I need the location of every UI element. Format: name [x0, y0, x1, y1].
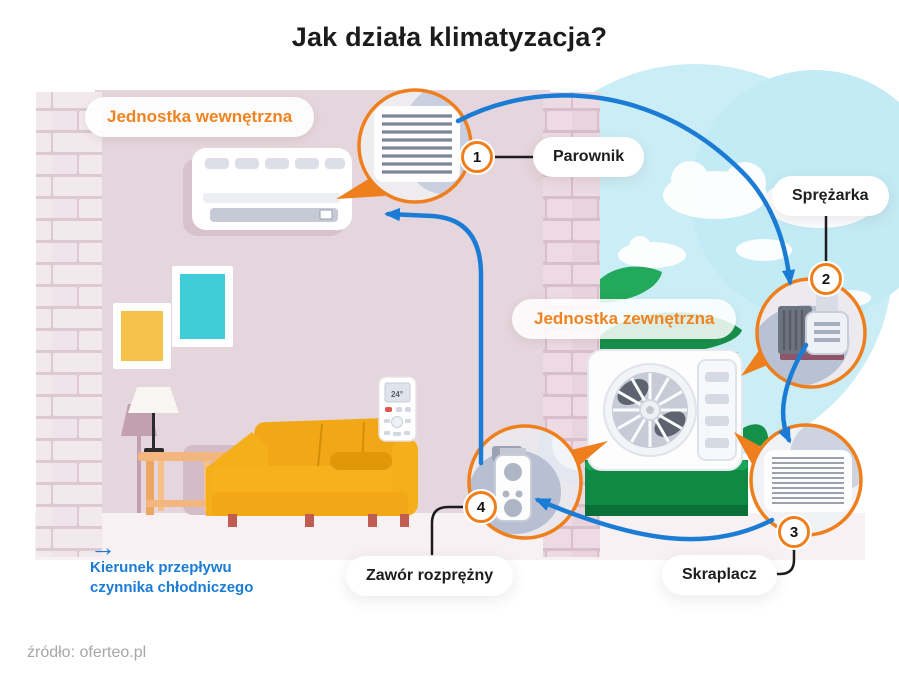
flow-arrow-valve-to-evaporator — [384, 207, 484, 466]
flow-arrows — [384, 93, 809, 542]
flow-direction-arrow-icon: → — [90, 532, 116, 562]
sofa — [206, 417, 418, 527]
connector-skraplacz — [758, 546, 796, 576]
step-badge-2: 2 — [810, 263, 842, 295]
picture-frame-teal — [172, 266, 233, 347]
outdoor-unit-label: Jednostka zewnętrzna — [512, 299, 737, 339]
callout-circle-condenser — [734, 423, 863, 537]
flow-arrow-compressor-to-condenser — [777, 342, 809, 444]
remote-display: 24° — [391, 390, 403, 399]
label-parownik: Parownik — [533, 137, 645, 177]
label-sprezarka: Sprężarka — [772, 176, 889, 216]
step-badge-4: 4 — [465, 491, 497, 523]
callout-circle-compressor — [741, 277, 867, 389]
page-title: Jak działa klimatyzacja? — [291, 22, 608, 52]
outdoor-ac-unit — [587, 349, 743, 471]
connector-lines — [430, 155, 828, 576]
floor-lamp — [128, 387, 179, 453]
remote-control: 24° — [378, 376, 417, 442]
source-credit: źródło: oferteo.pl — [27, 644, 147, 661]
callout-circle-evaporator — [336, 88, 473, 204]
flow-legend: → Kierunek przepływu czynnika chłodnicze… — [90, 532, 254, 598]
indoor-ac-unit — [192, 148, 352, 230]
indoor-unit-label: Jednostka wewnętrzna — [85, 97, 315, 137]
label-skraplacz: Skraplacz — [662, 555, 777, 595]
brick-wall-left — [36, 92, 102, 557]
legend-line-2: czynnika chłodniczego — [90, 579, 254, 596]
step-badge-1: 1 — [461, 141, 493, 173]
label-zawor-rozprezny: Zawór rozprężny — [346, 556, 514, 596]
legend-line-1: Kierunek przepływu — [90, 559, 232, 576]
picture-frame-yellow — [113, 303, 171, 369]
callout-tail-icon — [734, 432, 760, 464]
step-badge-3: 3 — [778, 516, 810, 548]
flow-arrow-condenser-to-valve — [534, 497, 775, 542]
flow-arrow-evaporator-to-compressor — [455, 93, 796, 286]
connector-zawor — [430, 505, 467, 556]
